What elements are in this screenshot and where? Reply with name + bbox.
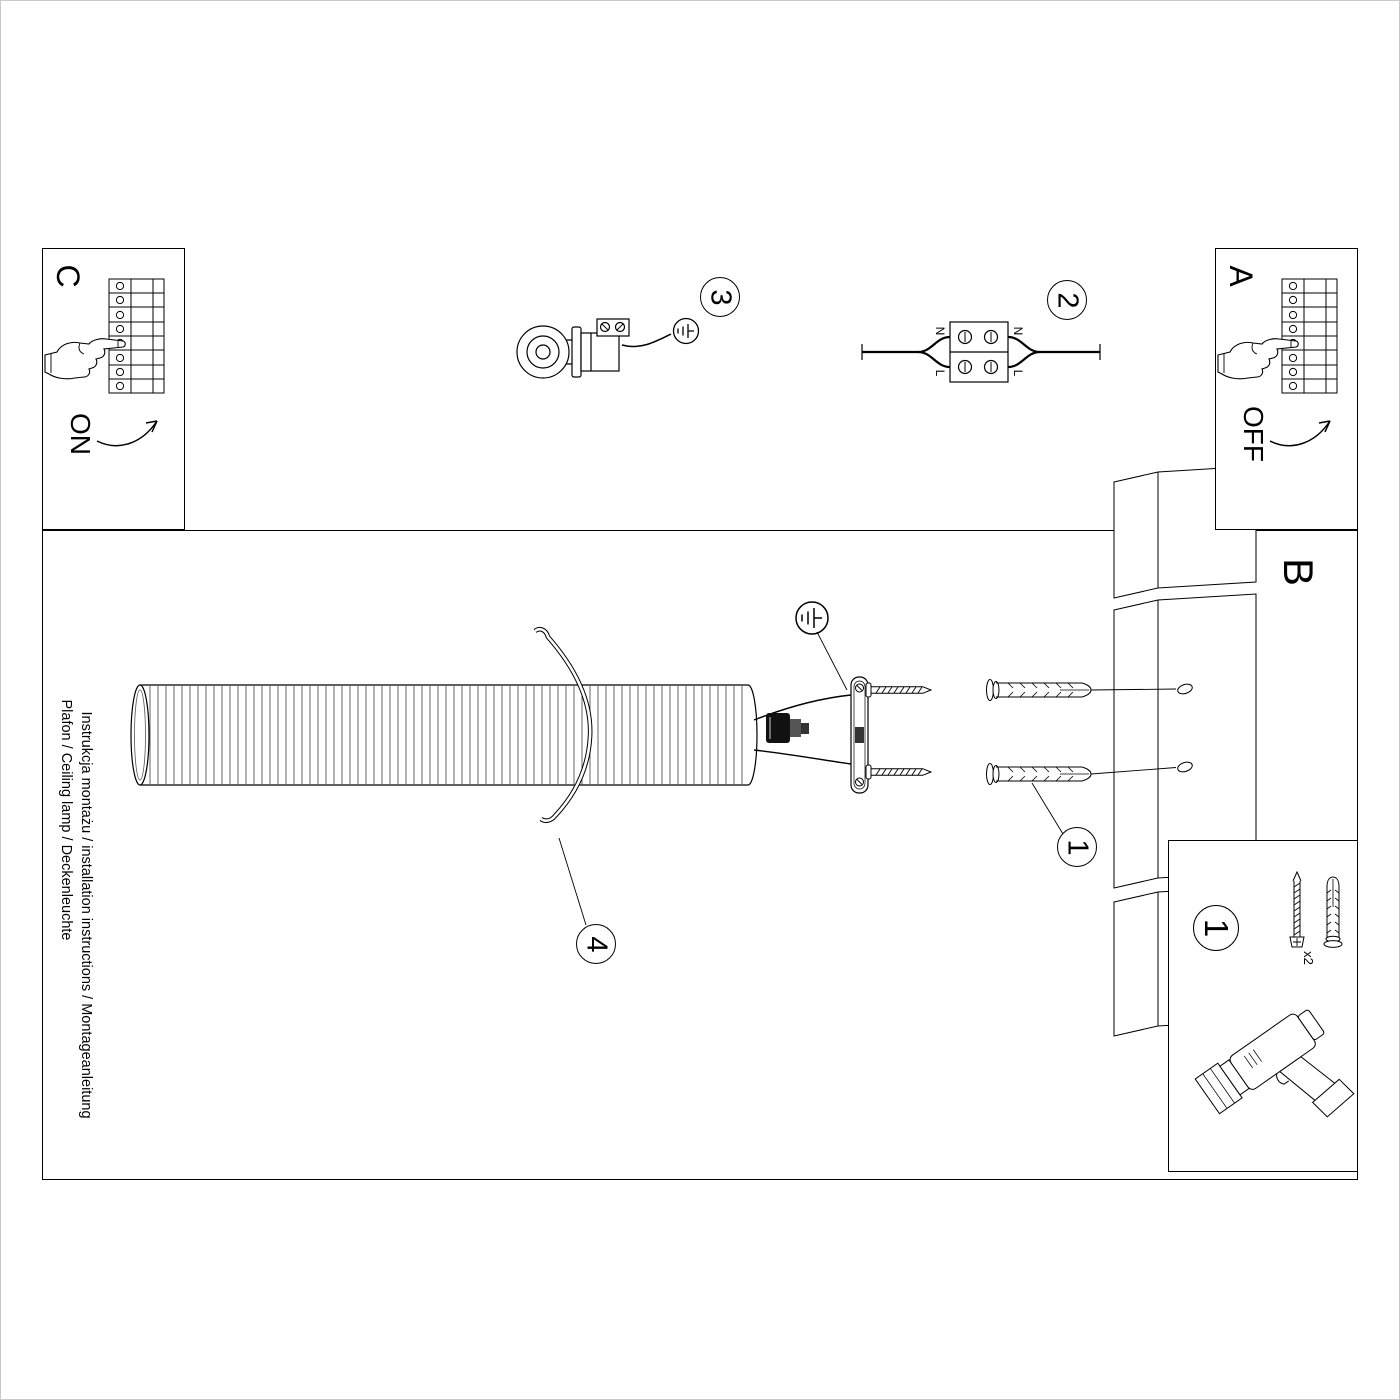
- panel-c-label: C: [50, 264, 86, 288]
- panel-c-illustration: [44, 278, 165, 447]
- panel-a-illustration: [1217, 278, 1338, 447]
- rotate-arrow-icon: [96, 420, 158, 447]
- panel-a: A OFF: [1215, 248, 1358, 530]
- step-1-badge: 1: [1057, 827, 1097, 867]
- product-title: Plafon / Ceiling lamp / Deckenleuchte: [58, 699, 74, 941]
- hand-press-icon: [44, 338, 126, 380]
- quantity-label: x2: [1301, 951, 1316, 965]
- panel-b-frame: [42, 530, 1358, 1180]
- terminal-block-icon: [108, 278, 165, 394]
- panel-c: C ON: [42, 248, 185, 530]
- panel-b-label: B: [1275, 557, 1322, 586]
- step-2-badge: 2: [1047, 280, 1087, 320]
- switch-state-on: ON: [65, 413, 96, 455]
- parts-box: 1 x2: [1168, 840, 1358, 1172]
- step-1-parts-badge: 1: [1193, 905, 1239, 951]
- panel-a-label: A: [1223, 265, 1259, 287]
- step-3-badge: 3: [700, 277, 740, 317]
- switch-state-off: OFF: [1238, 406, 1269, 462]
- screw-part-icon: [1289, 870, 1305, 948]
- parts-illustration: [1194, 870, 1355, 1118]
- wall-plug-part-icon: [1323, 876, 1343, 948]
- step-4-badge: 4: [576, 924, 616, 964]
- drill-icon: [1194, 1009, 1355, 1118]
- rotate-arrow-icon: [1269, 420, 1331, 447]
- terminal-block-icon: [1281, 278, 1338, 394]
- wire-label-n-left: N: [933, 326, 947, 336]
- hand-press-icon: [1217, 338, 1299, 380]
- wire-label-l-right: L: [1011, 369, 1025, 377]
- wire-label-l-left: L: [933, 369, 947, 377]
- wire-label-n-right: N: [1011, 326, 1025, 336]
- instructions-title: Instrukcja montażu / installation instru…: [78, 711, 94, 1119]
